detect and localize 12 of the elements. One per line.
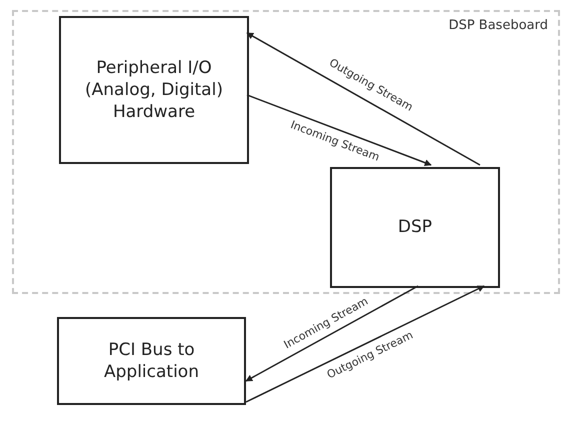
process-box — [330, 167, 500, 288]
box-label: Peripheral I/O (Analog, Digital) Hardware — [84, 56, 224, 124]
process-box — [57, 317, 246, 405]
arrow — [246, 32, 480, 166]
arrow — [246, 285, 485, 403]
dashed-region — [12, 10, 560, 294]
box-label: PCI Bus to Application — [103, 338, 200, 384]
arrow — [246, 94, 432, 166]
process-box — [59, 16, 249, 164]
region-title: DSP Baseboard — [448, 18, 548, 33]
arrow — [245, 285, 418, 382]
box-label: DSP — [396, 216, 434, 239]
